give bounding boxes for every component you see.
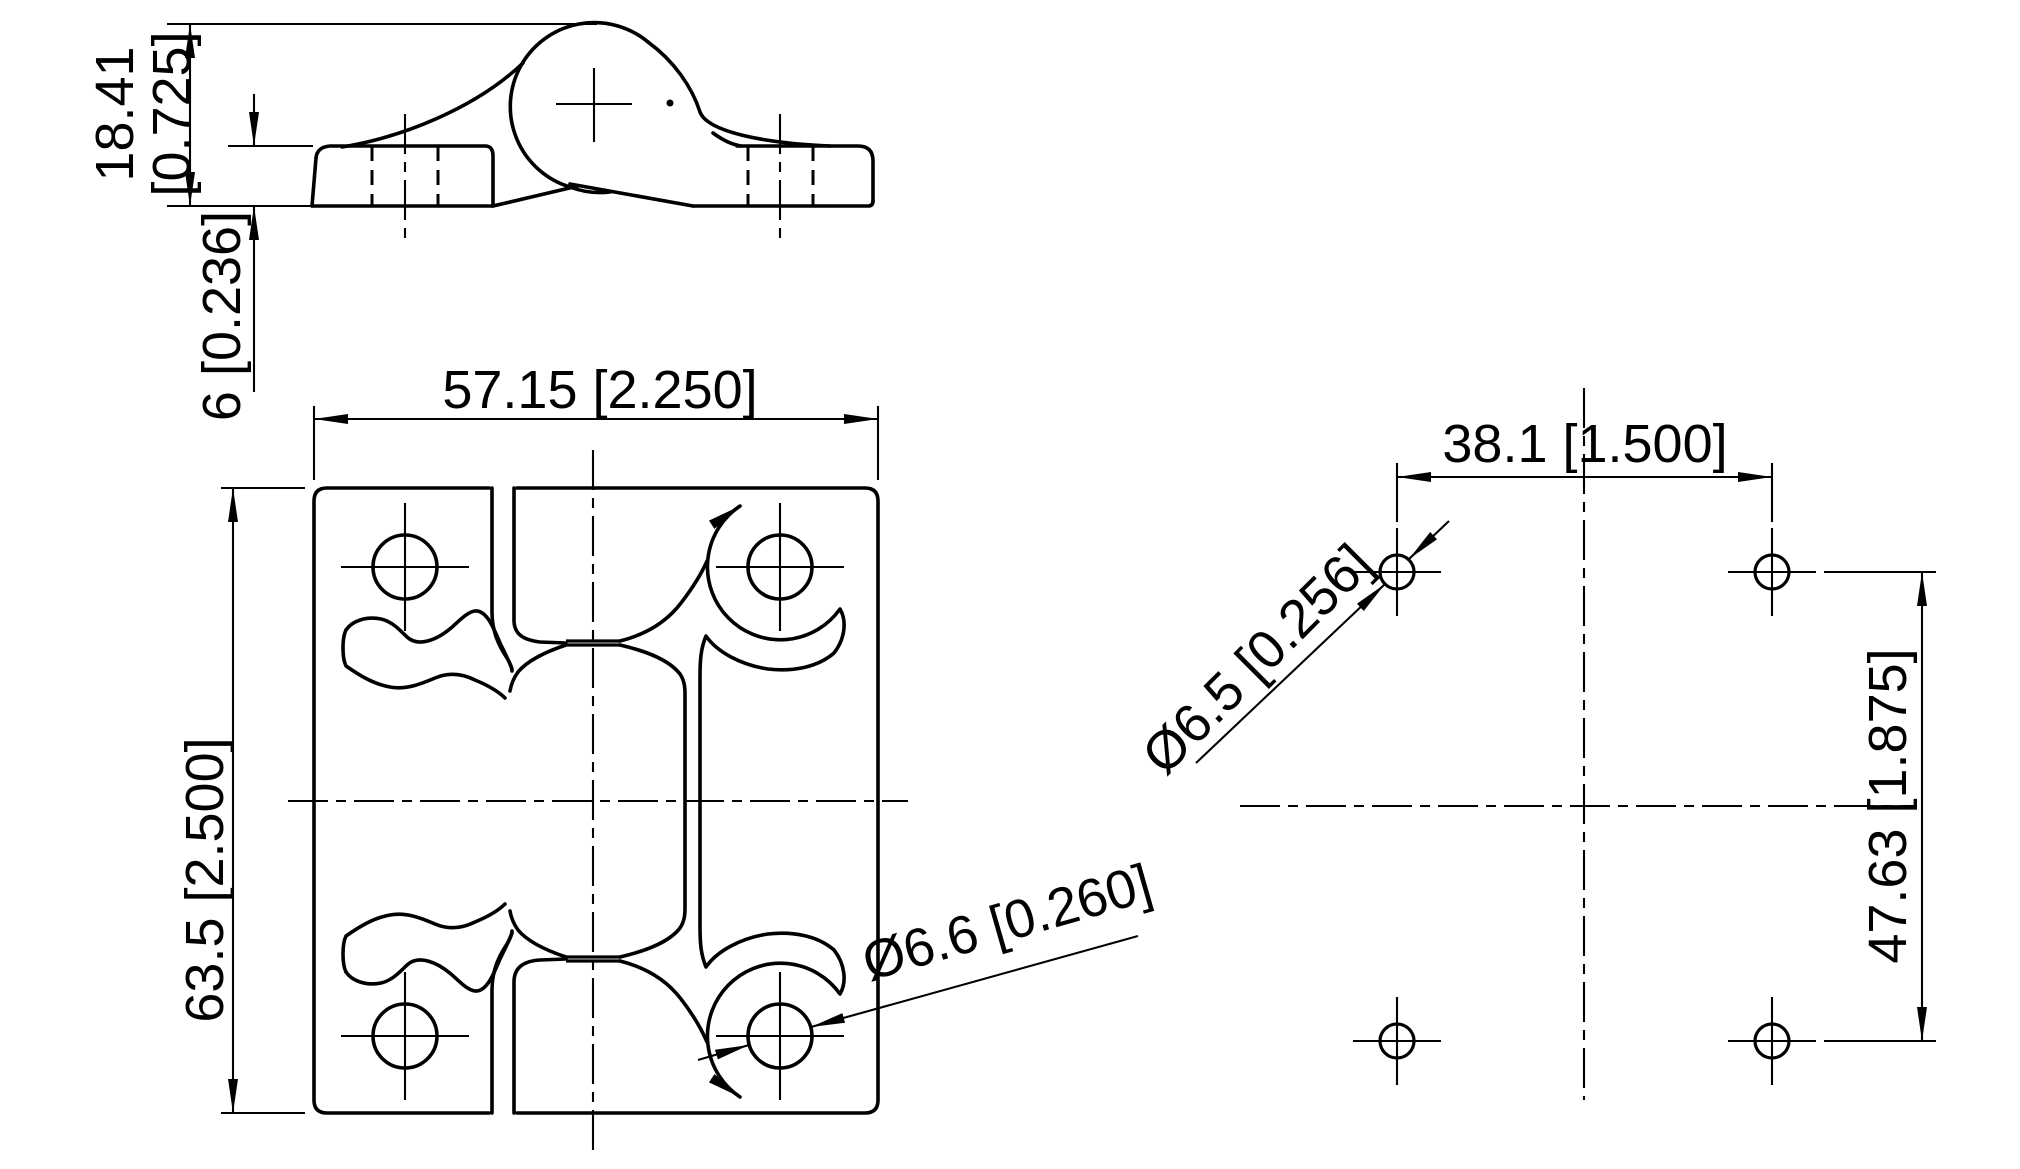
view-plan: 57.15 [2.250] 63.5 [2.500] Ø6.6 [0.260] (175, 360, 1158, 1152)
leaf-fold-edge (618, 559, 709, 643)
right-leaf-fillet (711, 131, 743, 148)
stamped-edge-wave (341, 902, 507, 974)
stamped-edge-wave (344, 609, 514, 671)
plan-hole-bottom-right (716, 972, 844, 1100)
dim-hole-spacing-vertical: 47.63 [1.875] (1858, 648, 1918, 963)
dimension-overall-width: 57.15 [2.250] (312, 360, 880, 480)
dim-overall-height: 63.5 [2.500] (175, 737, 235, 1022)
plan-outline-right-leaf (515, 486, 880, 1115)
stamped-edge-wave (341, 628, 507, 700)
stamped-edge-wave (344, 931, 514, 993)
dim-hole-diameter-pattern: Ø6.5 [0.256] (1131, 533, 1384, 786)
dimension-total-height: 18.41 [0.725] (85, 22, 597, 208)
dim-leaf-thickness: 6 [0.236] (192, 211, 252, 421)
leader-line (1195, 583, 1386, 764)
leaf-fold-edge (508, 909, 568, 959)
dimension-leaf-thickness: 6 [0.236] (192, 94, 313, 421)
slot-edge (512, 486, 568, 645)
pin-point-dot (666, 99, 674, 107)
view-hole-pattern: 38.1 [1.500] 47.63 [1.875] Ø6.5 [0.256] (1131, 388, 1936, 1100)
dimension-hole-spacing-horizontal: 38.1 [1.500] (1395, 414, 1774, 522)
left-leaf-outline (310, 144, 495, 208)
leader-tail (697, 1043, 750, 1062)
pattern-hole-bottom-left (1353, 997, 1441, 1085)
knuckle-tangent-lower-right (568, 182, 695, 208)
dimension-overall-height: 63.5 [2.500] (175, 486, 305, 1115)
dim-overall-width: 57.15 [2.250] (442, 360, 757, 420)
knuckle-circle-arc (508, 20, 650, 189)
plan-hole-bottom-left (341, 972, 469, 1100)
pattern-hole-bottom-right (1728, 997, 1816, 1085)
knuckle-tangent-upper-left (340, 61, 525, 149)
leaf-fold-edge (508, 643, 568, 693)
callout-hole-diameter-pattern: Ø6.5 [0.256] (1131, 520, 1450, 786)
dim-total-height-inch: [0.725] (142, 31, 202, 196)
dim-total-height-mm: 18.41 (85, 46, 145, 181)
leader-tail (1408, 520, 1450, 560)
slot-edge (512, 957, 568, 1115)
pattern-hole-top-right (1728, 528, 1816, 616)
right-leaf-outline (735, 144, 875, 203)
baseline-right-leaf (691, 199, 875, 208)
leaf-fold-edge (618, 959, 709, 1044)
dim-hole-spacing-horizontal: 38.1 [1.500] (1442, 414, 1727, 474)
dimension-hole-spacing-vertical: 47.63 [1.875] (1824, 570, 1936, 1043)
view-side-profile: 18.41 [0.725] 6 [0.236] (85, 20, 875, 421)
plan-hole-top-right (716, 503, 844, 631)
pattern-hole-top-left (1353, 528, 1441, 616)
callout-hole-diameter-plan: Ø6.6 [0.260] (697, 853, 1158, 1062)
knuckle-teardrop-right (646, 40, 832, 148)
knuckle-tangent-lower-left (491, 184, 580, 208)
plan-hole-top-left (341, 503, 469, 631)
leader-line (810, 934, 1139, 1029)
